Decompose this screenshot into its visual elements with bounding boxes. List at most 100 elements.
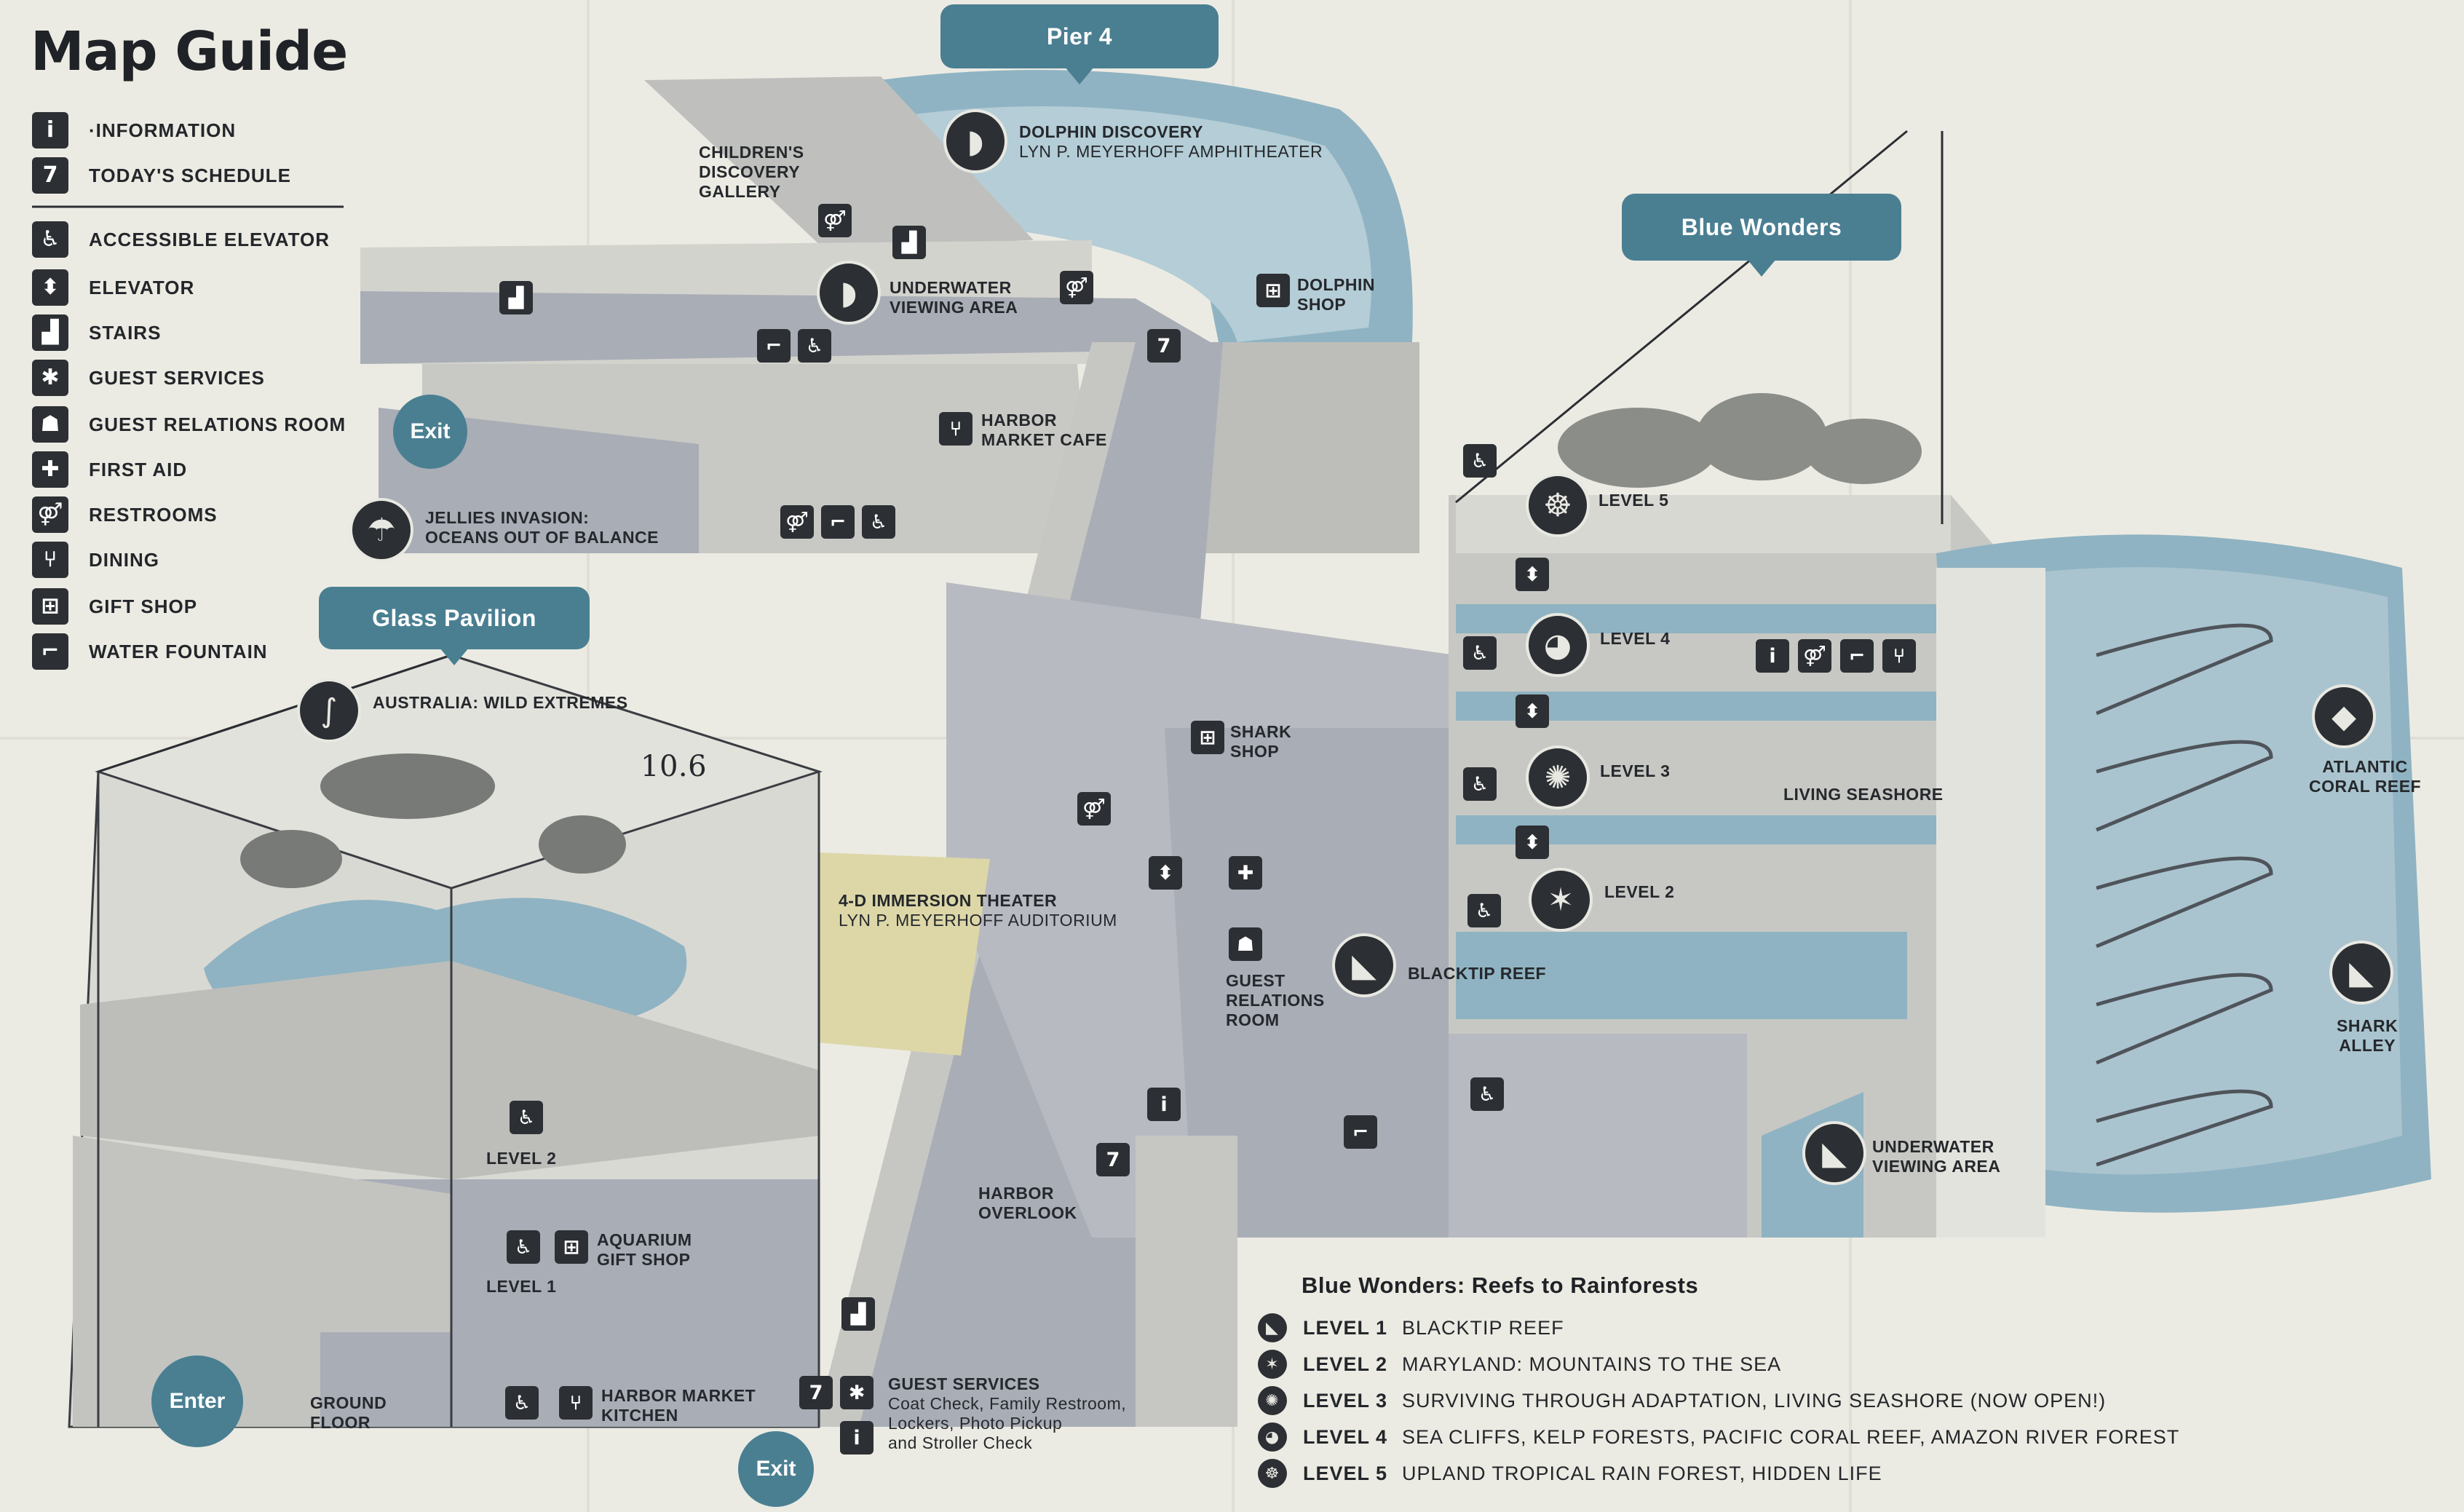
dolphin-icon: ◗ bbox=[817, 261, 881, 325]
pier4-east-wall bbox=[1194, 342, 1419, 553]
shark-icon: ◣ bbox=[2329, 941, 2393, 1005]
blacktip-water bbox=[1456, 932, 1907, 1019]
crab-icon: ✶ bbox=[1258, 1350, 1287, 1379]
gift-shop-icon: ⊞ bbox=[1256, 274, 1290, 307]
restrooms-icon: ⚤ bbox=[818, 204, 852, 237]
bw-level3-label: LEVEL 3 bbox=[1600, 761, 1671, 780]
legend-item: ⌐WATER FOUNTAIN bbox=[32, 632, 268, 671]
shark-icon: ◣ bbox=[1802, 1121, 1866, 1185]
enter-button[interactable]: Enter bbox=[151, 1355, 243, 1447]
accessible-elevator-icon: ♿ bbox=[507, 1230, 540, 1264]
bw-level2-label: LEVEL 2 bbox=[1604, 882, 1675, 901]
blacktip-reef-label: BLACKTIP REEF bbox=[1408, 964, 1547, 983]
schedule-icon: 7 bbox=[1096, 1143, 1130, 1176]
first-aid-icon: ✚ bbox=[1229, 856, 1262, 890]
bw-key-name: SURVIVING THROUGH ADAPTATION, LIVING SEA… bbox=[1402, 1389, 2107, 1412]
ramps bbox=[2096, 623, 2273, 1167]
legend-label: TODAY'S SCHEDULE bbox=[89, 164, 291, 186]
legend-item: ⊞ GIFT SHOP bbox=[32, 587, 197, 626]
guest-services-icon: ✱ bbox=[840, 1376, 874, 1409]
pavilion-level2-label: LEVEL 2 bbox=[486, 1149, 557, 1168]
accessible-elevator-icon: ♿ bbox=[1467, 894, 1501, 927]
legend-label: DINING bbox=[89, 548, 159, 571]
legend-label: GUEST SERVICES bbox=[89, 366, 265, 389]
guest-relations-icon: ☗ bbox=[32, 406, 68, 443]
octopus-icon: ✺ bbox=[1526, 745, 1590, 810]
legend-label: ELEVATOR bbox=[89, 276, 195, 298]
water-fountain-icon: ⌐ bbox=[32, 633, 68, 670]
handwritten-note: 10.6 bbox=[641, 750, 708, 783]
accessible-elevator-icon: ♿ bbox=[798, 329, 831, 363]
information-icon: i bbox=[840, 1421, 874, 1454]
theater-floor bbox=[801, 852, 990, 1056]
dining-icon: ⑂ bbox=[32, 542, 68, 578]
octopus-icon: ✺ bbox=[1258, 1386, 1287, 1415]
bw-key-row: ✶ LEVEL 2 MARYLAND: MOUNTAINS TO THE SEA bbox=[1258, 1350, 1781, 1379]
puffin-icon: ◕ bbox=[1258, 1422, 1287, 1452]
bw-level5-label: LEVEL 5 bbox=[1599, 491, 1669, 510]
gift-shop-icon: ⊞ bbox=[32, 588, 68, 625]
accessible-elevator-icon: ♿ bbox=[32, 221, 68, 258]
schedule-icon: 7 bbox=[799, 1376, 833, 1409]
frog-icon: ☸ bbox=[1258, 1459, 1287, 1488]
accessible-elevator-icon: ♿ bbox=[505, 1386, 539, 1420]
elevator-icon: ⬍ bbox=[1516, 558, 1549, 591]
accessible-elevator-icon: ♿ bbox=[510, 1101, 543, 1134]
information-icon: i bbox=[32, 112, 68, 149]
restrooms-icon: ⚤ bbox=[780, 505, 814, 539]
shark-icon: ◣ bbox=[1332, 933, 1396, 997]
legend-item: ⬍ELEVATOR bbox=[32, 268, 194, 307]
exit-top-button[interactable]: Exit bbox=[393, 395, 467, 469]
bw-key-level: LEVEL 2 bbox=[1303, 1353, 1388, 1375]
harbor-overlook-wall bbox=[1136, 1136, 1237, 1427]
bw-key-level: LEVEL 3 bbox=[1303, 1389, 1388, 1412]
legend-label: ·INFORMATION bbox=[89, 119, 237, 141]
legend-item: ✱ GUEST SERVICES bbox=[32, 358, 265, 397]
blue-wonders-banner: Blue Wonders bbox=[1622, 194, 1901, 277]
restrooms-icon: ⚤ bbox=[1798, 639, 1831, 673]
bw-key-level: LEVEL 5 bbox=[1303, 1462, 1388, 1484]
pier4-banner: Pier 4 bbox=[940, 4, 1219, 84]
restrooms-icon: ⚤ bbox=[1077, 792, 1111, 826]
accessible-elevator-icon: ♿ bbox=[1470, 1077, 1504, 1111]
schedule-icon: 7 bbox=[1147, 329, 1181, 363]
dining-icon: ⑂ bbox=[939, 412, 972, 446]
information-icon: i bbox=[1147, 1088, 1181, 1121]
legend-item: i ·INFORMATION bbox=[32, 111, 236, 150]
pavilion-level1-label: LEVEL 1 bbox=[486, 1277, 557, 1296]
elevator-icon: ⬍ bbox=[1516, 694, 1549, 728]
snake-icon: ∫ bbox=[297, 678, 361, 743]
legend-label: GIFT SHOP bbox=[89, 595, 198, 617]
bw-key-level: LEVEL 4 bbox=[1303, 1425, 1388, 1448]
bw-key-name: MARYLAND: MOUNTAINS TO THE SEA bbox=[1402, 1353, 1782, 1375]
exit-bottom-button[interactable]: Exit bbox=[738, 1431, 814, 1507]
stairs-icon: ▟ bbox=[499, 281, 533, 314]
guest-services-icon: ✱ bbox=[32, 360, 68, 396]
first-aid-icon: ✚ bbox=[32, 451, 68, 488]
legend-item: ⚤RESTROOMS bbox=[32, 495, 218, 534]
gift-shop-icon: ⊞ bbox=[555, 1230, 588, 1264]
legend-item: ☗GUEST RELATIONS ROOM bbox=[32, 405, 346, 444]
crab-icon: ✶ bbox=[1529, 868, 1593, 932]
restrooms-icon: ⚤ bbox=[32, 496, 68, 533]
elevator-icon: ⬍ bbox=[1516, 826, 1549, 859]
stairs-icon: ▟ bbox=[892, 226, 926, 259]
information-icon: i bbox=[1756, 639, 1789, 673]
jellyfish-icon: ☂ bbox=[349, 498, 413, 562]
legend-label: STAIRS bbox=[89, 321, 162, 344]
shark-icon: ◣ bbox=[1258, 1313, 1287, 1342]
